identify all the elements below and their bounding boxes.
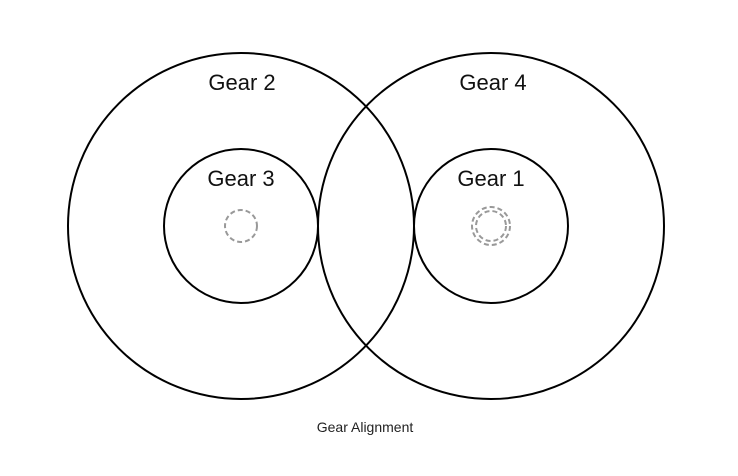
gear-4-circle <box>317 52 665 400</box>
gear-2-circle <box>67 52 415 400</box>
gear-4-label: Gear 4 <box>459 70 526 95</box>
gear-1-label: Gear 1 <box>457 166 524 191</box>
diagram-caption: Gear Alignment <box>317 419 414 435</box>
gear-1-circle <box>413 148 569 304</box>
gear-3-circle <box>163 148 319 304</box>
gear-2-label: Gear 2 <box>208 70 275 95</box>
gear-1-axle-outer <box>471 206 511 246</box>
gear-3-axle <box>224 209 258 243</box>
gear-3-label: Gear 3 <box>207 166 274 191</box>
gear-1-axle-inner <box>475 210 507 242</box>
